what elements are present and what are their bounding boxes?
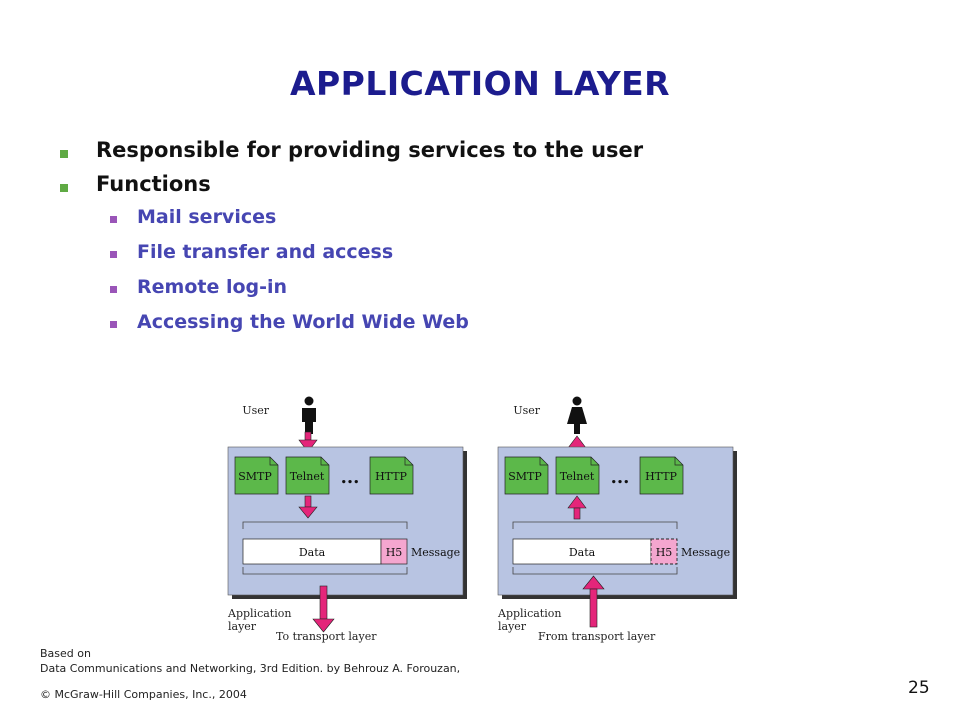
up-arrow-icon bbox=[582, 575, 605, 628]
header-field bbox=[380, 538, 408, 565]
transport-label: From transport layer bbox=[538, 630, 656, 643]
user-label: User bbox=[513, 404, 540, 417]
header-field-dashed bbox=[650, 538, 678, 565]
layer-label: Application bbox=[497, 607, 561, 620]
ellipsis: ... bbox=[611, 467, 630, 488]
protocol-box-smtp: SMTP bbox=[234, 456, 279, 495]
protocol-box-telnet: Telnet bbox=[285, 456, 330, 495]
protocol-box-telnet: Telnet bbox=[555, 456, 600, 495]
footer-source-line: Based on bbox=[40, 647, 91, 660]
layer-label: layer bbox=[228, 620, 257, 633]
bullet-square-icon bbox=[60, 150, 68, 158]
header-label: H5 bbox=[656, 546, 673, 559]
message-label: Message bbox=[681, 546, 730, 559]
data-label: Data bbox=[569, 546, 596, 559]
protocol-box-http: HTTP bbox=[639, 456, 684, 495]
protocol-label: HTTP bbox=[645, 470, 677, 483]
down-arrow-icon bbox=[298, 495, 318, 519]
bullet-text: Responsible for providing services to th… bbox=[96, 138, 644, 162]
data-label: Data bbox=[299, 546, 326, 559]
sub-bullet-text: File transfer and access bbox=[137, 241, 394, 263]
sub-bullet-square-icon bbox=[110, 216, 117, 223]
bullet-text: Functions bbox=[96, 172, 211, 196]
footer-copyright: © McGraw-Hill Companies, Inc., 2004 bbox=[40, 688, 247, 701]
transport-label: To transport layer bbox=[276, 630, 377, 643]
protocol-label: Telnet bbox=[560, 470, 595, 483]
sub-bullet-text: Remote log-in bbox=[137, 276, 288, 298]
layer-label: layer bbox=[498, 620, 527, 633]
sub-bullet-text: Mail services bbox=[137, 206, 277, 228]
ellipsis: ... bbox=[341, 467, 360, 488]
application-layer-diagram: User SMTP Telnet ... HTTP bbox=[227, 396, 737, 643]
protocol-box-smtp: SMTP bbox=[504, 456, 549, 495]
down-arrow-icon bbox=[298, 431, 318, 453]
data-field bbox=[242, 538, 382, 565]
sub-bullet-square-icon bbox=[110, 321, 117, 328]
protocol-label: Telnet bbox=[290, 470, 325, 483]
user-male-icon bbox=[302, 396, 316, 434]
user-female-icon bbox=[567, 396, 587, 434]
page-number: 25 bbox=[908, 678, 930, 698]
message-label: Message bbox=[411, 546, 460, 559]
protocol-box-http: HTTP bbox=[369, 456, 414, 495]
protocol-label: HTTP bbox=[375, 470, 407, 483]
sub-bullet-square-icon bbox=[110, 251, 117, 258]
sub-bullet-square-icon bbox=[110, 286, 117, 293]
header-label: H5 bbox=[386, 546, 403, 559]
slide-title: APPLICATION LAYER bbox=[289, 64, 671, 103]
sub-bullet-text: Accessing the World Wide Web bbox=[137, 311, 469, 333]
data-field bbox=[512, 538, 652, 565]
bullet-square-icon bbox=[60, 184, 68, 192]
protocol-label: SMTP bbox=[508, 470, 542, 483]
protocol-label: SMTP bbox=[238, 470, 272, 483]
up-arrow-icon bbox=[567, 495, 587, 520]
layer-label: Application bbox=[227, 607, 291, 620]
down-arrow-icon bbox=[312, 585, 335, 633]
footer-book-citation: Data Communications and Networking, 3rd … bbox=[40, 662, 461, 675]
user-label: User bbox=[242, 404, 269, 417]
receiver-diagram: User SMTP Telnet ... HTTP bbox=[497, 396, 737, 643]
sender-diagram: User SMTP Telnet ... HTTP bbox=[227, 396, 467, 643]
